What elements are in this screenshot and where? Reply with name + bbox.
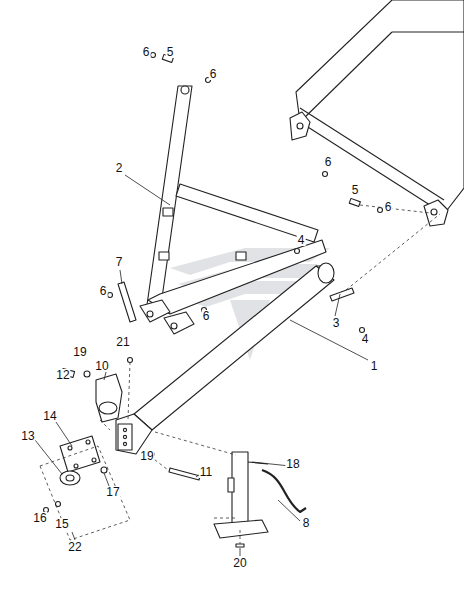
callout-number: 5 xyxy=(351,184,360,196)
callout-number: 5 xyxy=(166,46,175,58)
jack-stand xyxy=(214,452,306,547)
alignment-line xyxy=(40,205,440,544)
callout-number: 19 xyxy=(139,450,154,462)
callout-number: 12 xyxy=(55,369,70,381)
callout-number: 4 xyxy=(361,333,370,345)
callout-number: 6 xyxy=(324,156,333,168)
callout-number: 1 xyxy=(370,360,379,372)
callout-number: 6 xyxy=(202,310,211,322)
callout-number: 6 xyxy=(142,46,151,58)
callout-number: 3 xyxy=(332,317,341,329)
callout-number: 21 xyxy=(115,336,130,348)
callout-number: 13 xyxy=(20,430,35,442)
callout-number: 8 xyxy=(302,517,311,529)
callout-number: 18 xyxy=(285,458,300,470)
callout-number: 4 xyxy=(297,234,306,246)
callout-number: 22 xyxy=(67,541,82,553)
callout-number: 17 xyxy=(105,486,120,498)
callout-number: 15 xyxy=(54,518,69,530)
pin xyxy=(118,54,360,480)
callout-number: 6 xyxy=(384,201,393,213)
hitch-plate xyxy=(44,436,108,513)
callout-number: 11 xyxy=(199,466,213,478)
callout-number: 6 xyxy=(99,285,108,297)
callout-number: 20 xyxy=(232,557,247,569)
callout-number: 16 xyxy=(32,512,47,524)
leader-line xyxy=(35,175,368,556)
callout-number: 14 xyxy=(42,410,57,422)
callout-number: 7 xyxy=(115,256,124,268)
callout-number: 10 xyxy=(94,360,109,372)
washer xyxy=(84,53,383,458)
implement-body xyxy=(290,0,464,226)
callout-number: 2 xyxy=(115,162,124,174)
callout-number: 6 xyxy=(209,68,218,80)
group-outline xyxy=(40,446,130,540)
tongue-beam xyxy=(116,263,334,454)
callout-number: 19 xyxy=(72,346,87,358)
